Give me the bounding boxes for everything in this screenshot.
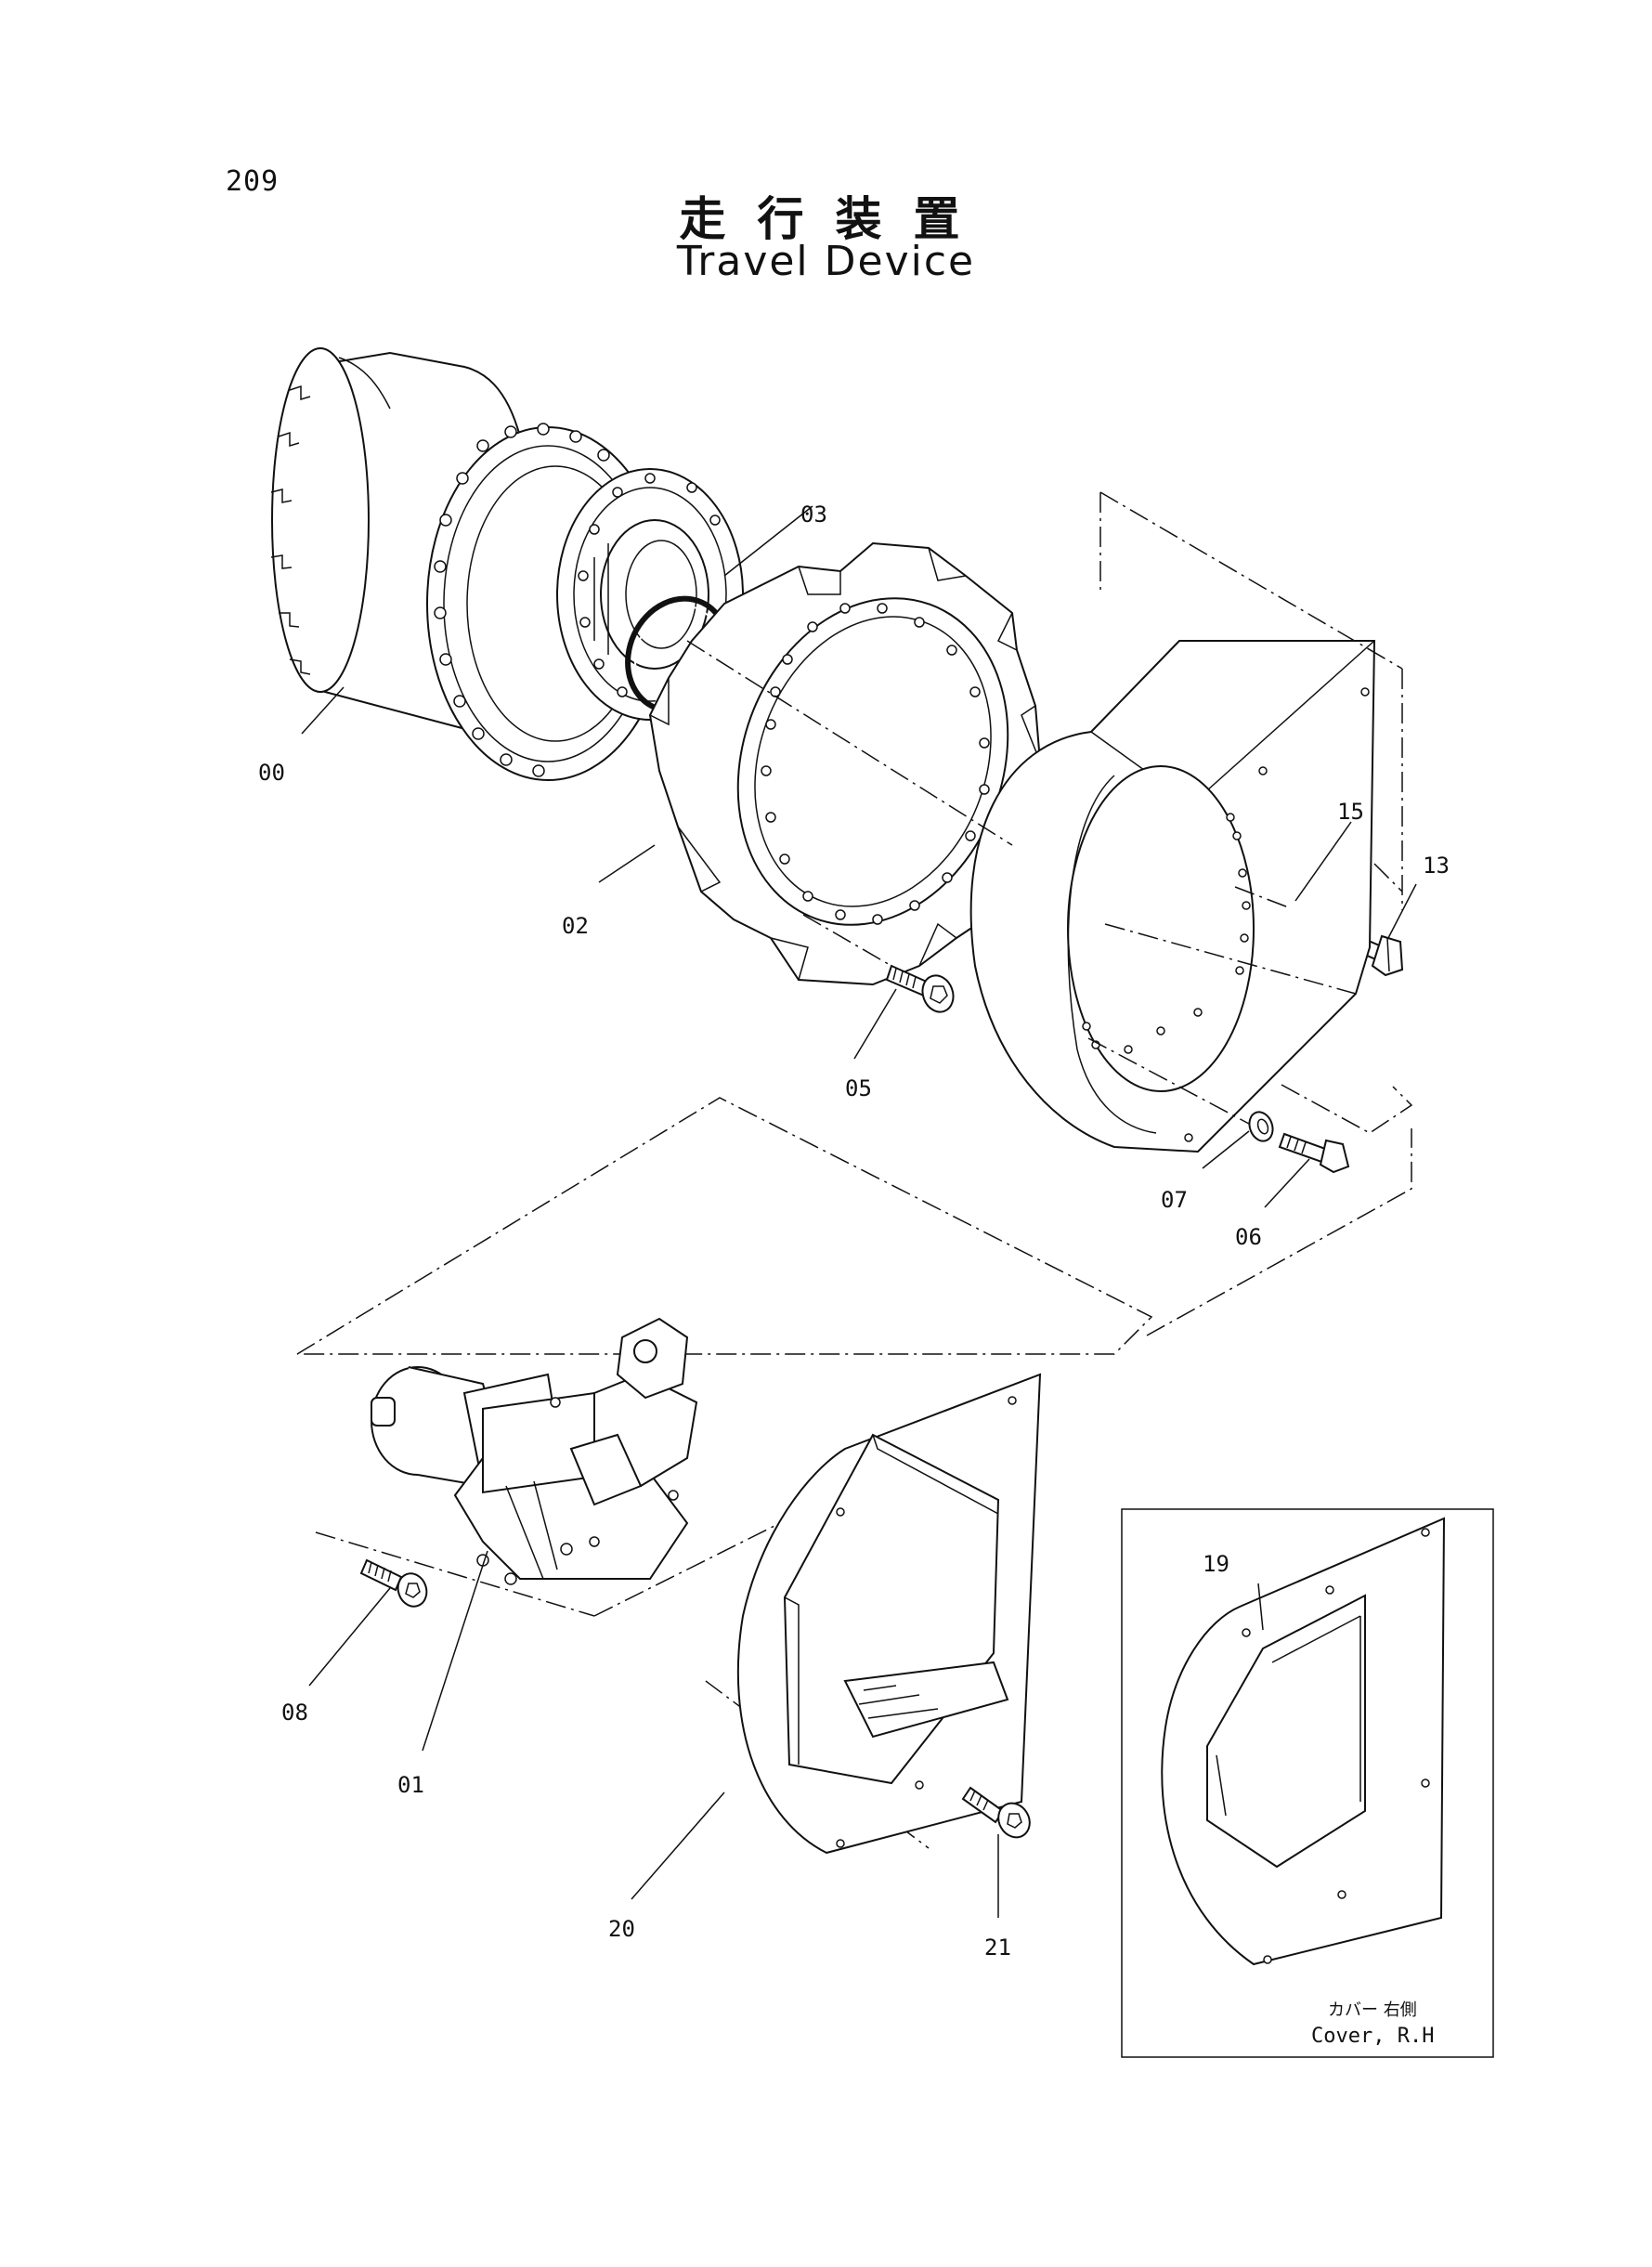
socket-bolt-05 — [885, 964, 955, 1013]
callout-06: 06 — [1235, 1224, 1262, 1250]
callout-15: 15 — [1337, 799, 1364, 825]
socket-bolt-08 — [359, 1558, 428, 1608]
callout-labels: 00 03 02 05 15 13 07 06 08 01 19 20 21 カ… — [258, 502, 1450, 2048]
sprocket-bolt-holes — [761, 603, 990, 925]
callout-19: 19 — [1203, 1551, 1229, 1577]
cover-20 — [736, 1373, 1042, 1855]
side-frame-guard — [969, 491, 1413, 1153]
assembly-center-lines — [686, 640, 1357, 1125]
callout-00: 00 — [258, 760, 285, 786]
callout-02: 02 — [562, 913, 589, 939]
inset-label-japanese: カバー 右側 — [1328, 2000, 1417, 2020]
callout-03: 03 — [800, 502, 827, 528]
page-title-english: Travel Device — [676, 238, 976, 285]
frame-bolt-holes — [1082, 687, 1370, 1142]
callout-20: 20 — [608, 1916, 635, 1942]
travel-reduction-gear-00 — [270, 347, 744, 781]
page-title-japanese: 走行装置 — [679, 192, 992, 246]
washer-07 — [1248, 1111, 1274, 1142]
travel-motor-01 — [371, 1317, 698, 1585]
bolt-06 — [1278, 1132, 1350, 1174]
callout-08: 08 — [281, 1700, 308, 1726]
page-number: 209 — [226, 165, 280, 198]
callout-01: 01 — [397, 1772, 424, 1798]
callout-07: 07 — [1161, 1187, 1188, 1213]
flange-bolt-holes — [434, 423, 610, 777]
leader-lines — [301, 505, 1417, 1918]
inset-cover-rh — [1121, 1508, 1494, 2058]
callout-21: 21 — [984, 1935, 1011, 1961]
socket-bolt-21 — [961, 1786, 1031, 1839]
callout-05: 05 — [845, 1075, 872, 1101]
inset-label-english: Cover, R.H — [1311, 2025, 1434, 2048]
callout-13: 13 — [1423, 853, 1450, 879]
sprocket-02 — [648, 541, 1042, 986]
